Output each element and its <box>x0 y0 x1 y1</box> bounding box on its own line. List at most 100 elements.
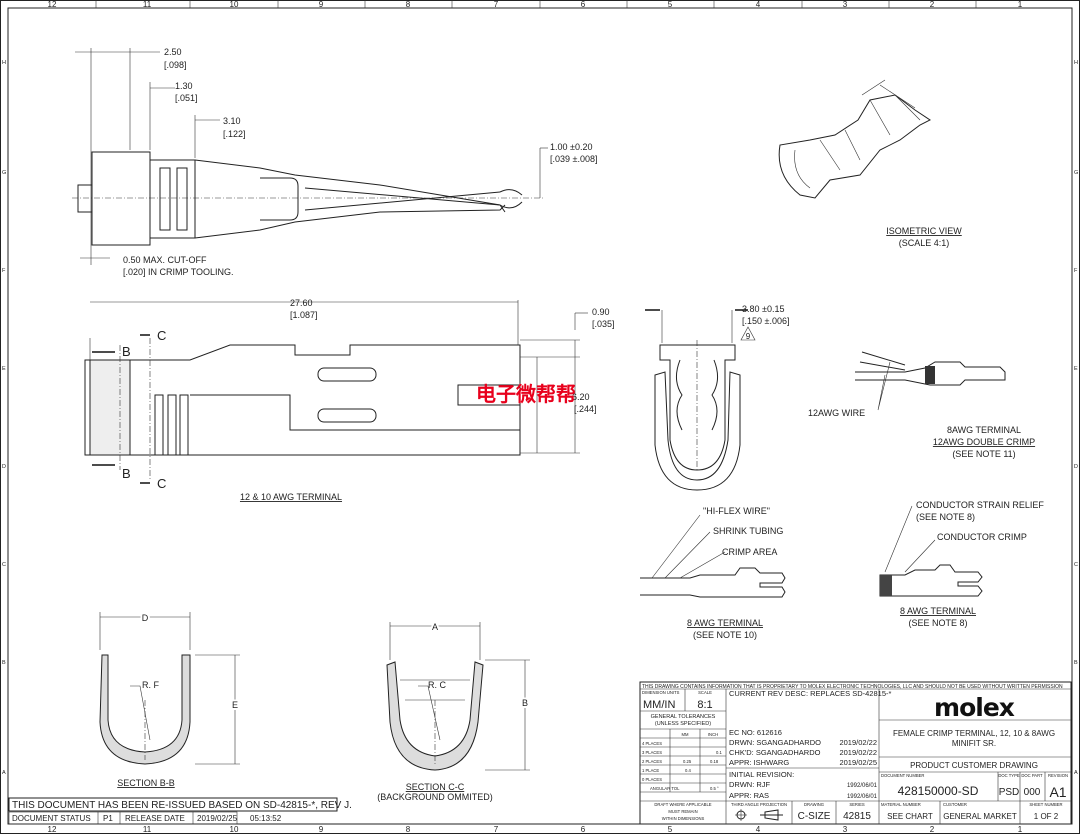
customer-label: CUSTOMER <box>943 802 967 807</box>
dim-a: A <box>432 622 438 632</box>
zone-col: 3 <box>843 0 848 9</box>
series: 42815 <box>843 811 871 822</box>
drawn-by: DRWN: SGANGADHARDO <box>729 738 821 747</box>
dim-cutoff: 0.50 MAX. CUT-OFF <box>123 255 207 265</box>
end-view: 3.80 ±0.15 [.150 ±.006] 9 <box>645 304 789 491</box>
zone-col: 1 <box>1018 825 1023 834</box>
dim-035: [.035] <box>592 319 615 329</box>
customer: GENERAL MARKET <box>943 812 1017 821</box>
zone-col: 4 <box>756 825 761 834</box>
dim-051: [.051] <box>175 93 198 103</box>
doc-number: 428150000-SD <box>898 784 979 798</box>
strain-note: (SEE NOTE 8) <box>908 618 967 628</box>
section-mark-c: C <box>157 476 166 491</box>
dim-units-label: DIMENSION UNITS <box>642 690 680 695</box>
initial-drawn-date: 1992/06/01 <box>847 783 878 789</box>
zone-col: 4 <box>756 0 761 9</box>
side-view-title: 12 & 10 AWG TERMINAL <box>240 492 342 502</box>
hiflex-note: (SEE NOTE 10) <box>693 630 757 640</box>
section-mark-b: B <box>122 466 131 481</box>
release-date: 2019/02/25 <box>197 814 238 823</box>
zone-row: H <box>2 60 6 66</box>
drawing-size: C-SIZE <box>798 811 831 822</box>
tolerances-sub: (UNLESS SPECIFIED) <box>655 721 711 727</box>
dim-3-80: 3.80 ±0.15 <box>742 304 784 314</box>
dim-d: D <box>142 613 149 623</box>
revision: A1 <box>1049 784 1066 800</box>
isometric-title: ISOMETRIC VIEW <box>886 226 962 236</box>
zone-row: E <box>1074 366 1078 372</box>
note-flag-9: 9 <box>746 332 751 341</box>
dim-e: E <box>232 700 238 710</box>
title-block: THIS DRAWING CONTAINS INFORMATION THAT I… <box>639 681 1072 825</box>
zone-row: D <box>1074 464 1078 470</box>
dim-6-20: 6.20 <box>572 392 590 402</box>
callout-strain-note: (SEE NOTE 8) <box>916 512 975 522</box>
initial-revision: INITIAL REVISION: <box>729 770 794 779</box>
strain-relief-view-8awg: CONDUCTOR STRAIN RELIEF (SEE NOTE 8) CON… <box>879 500 1044 628</box>
isometric-scale: (SCALE 4:1) <box>899 238 950 248</box>
reissue-text: THIS DOCUMENT HAS BEEN RE-ISSUED BASED O… <box>12 800 352 811</box>
doc-type: PSD <box>999 787 1020 798</box>
scale-label: SCALE <box>698 690 712 695</box>
dim-039: [.039 ±.008] <box>550 154 597 164</box>
callout-crimp-area: CRIMP AREA <box>722 547 777 557</box>
section-b-b: D E R. F SECTION B-B <box>99 611 240 788</box>
wire-view-title: 8AWG TERMINAL <box>947 425 1021 435</box>
zone-col: 10 <box>230 825 239 834</box>
wire-view-subtitle: 12AWG DOUBLE CRIMP <box>933 437 1035 447</box>
checked-date: 2019/02/22 <box>839 748 877 757</box>
material-label: MATERIAL NUMBER <box>881 802 921 807</box>
drawing-size-label: DRAWING <box>804 802 824 807</box>
tol-row-mm: 0.4 <box>685 768 691 773</box>
watermark: 电子微帮帮 <box>476 382 576 406</box>
doc-part: 000 <box>1024 787 1041 798</box>
reissue-note: THIS DOCUMENT HAS BEEN RE-ISSUED BASED O… <box>8 797 352 812</box>
wire-view-note: (SEE NOTE 11) <box>952 449 1015 459</box>
approved-date: 2019/02/25 <box>839 758 877 767</box>
dim-1-30: 1.30 <box>175 81 193 91</box>
dim-150: [.150 ±.006] <box>742 316 789 326</box>
doc-type-label: DOC TYPE <box>998 773 1020 778</box>
zone-row: A <box>2 770 6 776</box>
status-label: DOCUMENT STATUS <box>12 814 91 823</box>
tol-row-label: 4 PLACES <box>642 741 662 746</box>
doc-part-label: DOC PART <box>1021 773 1043 778</box>
zone-row: E <box>2 366 6 372</box>
tol-header-mm: MM <box>682 732 689 737</box>
zone-col: 12 <box>48 0 57 9</box>
third-angle-projection-icon <box>735 809 783 821</box>
zone-col: 7 <box>494 0 499 9</box>
zone-col: 10 <box>230 0 239 9</box>
zone-col: 3 <box>843 825 848 834</box>
tol-row-inch: 0.1 <box>716 750 722 755</box>
drawing-type: PRODUCT CUSTOMER DRAWING <box>910 761 1038 770</box>
checked-by: CHK'D: SGANGADHARDO <box>729 748 821 757</box>
zone-col: 5 <box>668 825 673 834</box>
status-bar: DOCUMENT STATUS P1 RELEASE DATE 2019/02/… <box>8 811 282 825</box>
dim-2-50: 2.50 <box>164 47 182 57</box>
section-cc-title: SECTION C-C <box>406 782 465 792</box>
angular-tol-label: ANGULAR TOL <box>650 786 680 791</box>
initial-approved-by: APPR: RAS <box>729 791 769 800</box>
zone-col: 7 <box>494 825 499 834</box>
release-time: 05:13:52 <box>250 814 282 823</box>
dim-radius-f: R. F <box>142 680 160 690</box>
zone-col: 2 <box>930 825 935 834</box>
zone-col: 11 <box>143 0 152 9</box>
zone-row: H <box>1074 60 1078 66</box>
zone-col: 8 <box>406 0 411 9</box>
dim-0-90: 0.90 <box>592 307 610 317</box>
top-view: 2.50 [.098] 1.30 [.051] 3.10 [.122] 1.00… <box>72 47 597 277</box>
hiflex-view-8awg: "HI-FLEX WIRE" SHRINK TUBING CRIMP AREA … <box>640 506 786 640</box>
dim-122: [.122] <box>223 129 246 139</box>
section-mark-b: B <box>122 344 131 359</box>
material-number: SEE CHART <box>887 812 933 821</box>
section-c-c: A B R. C SECTION C-C (BACKGROUND OMMITED… <box>377 620 530 802</box>
dim-units: MM/IN <box>643 699 675 711</box>
tol-row-label: 1 PLACE <box>642 768 659 773</box>
callout-12awg-wire: 12AWG WIRE <box>808 408 865 418</box>
zone-row: C <box>2 562 6 568</box>
dim-27-60: 27.60 <box>290 298 313 308</box>
zone-row: A <box>1074 770 1078 776</box>
